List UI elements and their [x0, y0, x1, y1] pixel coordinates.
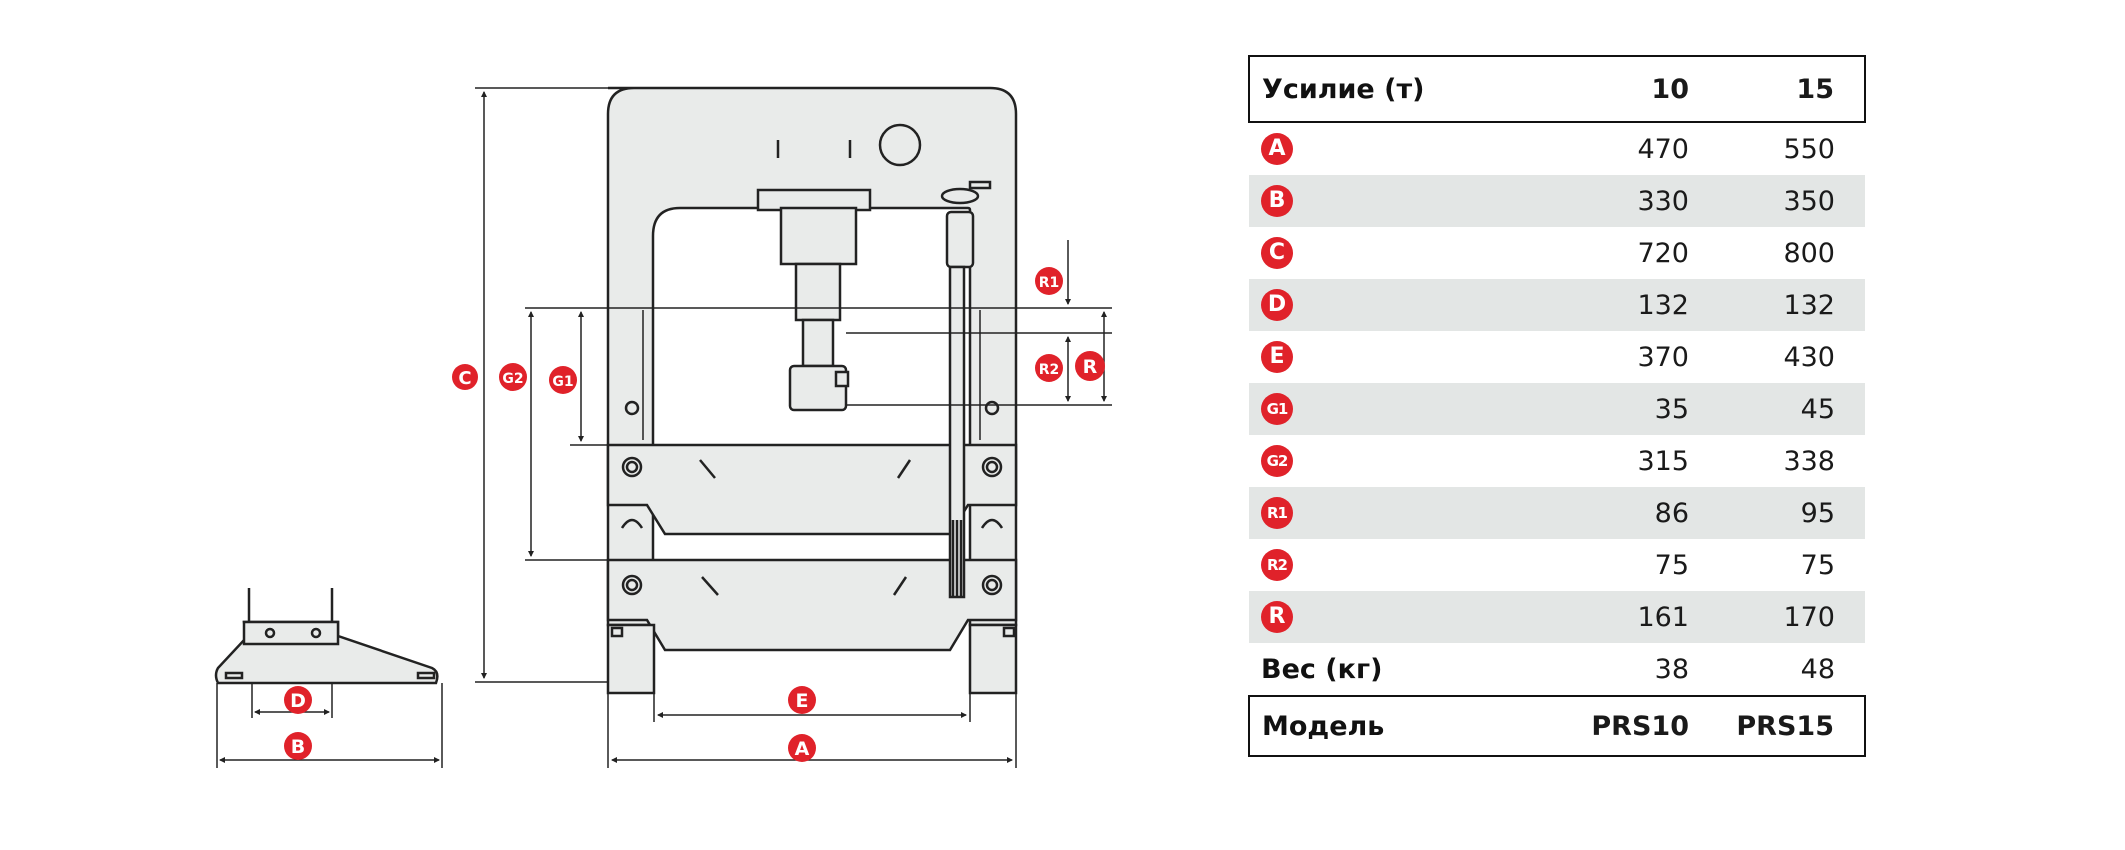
- row-value-10: 315: [1637, 445, 1689, 477]
- row-badge: R1: [1261, 497, 1293, 529]
- row-value-15: 45: [1689, 383, 1865, 435]
- badge-b-label: B: [291, 736, 305, 758]
- model-value-10: PRS10: [1519, 695, 1689, 757]
- row-badge: G2: [1261, 445, 1293, 477]
- row-badge: A: [1261, 133, 1293, 165]
- badge-r2-label: R2: [1039, 362, 1060, 378]
- header-col2: 15: [1689, 55, 1866, 123]
- badge-r-label: R: [1083, 356, 1098, 378]
- row-value-15: 75: [1800, 549, 1835, 581]
- weight-row: Вес (кг) 38 48: [1249, 643, 1865, 696]
- row-badge: R2: [1261, 549, 1293, 581]
- row-value-10: 470: [1637, 133, 1689, 165]
- model-row: Модель PRS10 PRS15: [1248, 695, 1866, 757]
- row-badge: C: [1261, 237, 1293, 269]
- badge-r1: R1: [1035, 267, 1063, 295]
- row-value-10: 720: [1637, 237, 1689, 269]
- table-row: E 370 430: [1249, 331, 1865, 383]
- weight-value-15: 48: [1800, 653, 1835, 685]
- table-row: R2 75 75: [1249, 539, 1865, 591]
- badge-r1-label: R1: [1039, 275, 1060, 291]
- row-value-10: 132: [1519, 279, 1689, 331]
- frame-dims: [475, 87, 1112, 768]
- row-value-10: 161: [1519, 591, 1689, 643]
- badge-a: A: [788, 734, 816, 762]
- row-badge: R: [1261, 601, 1293, 633]
- row-value-10: 370: [1637, 341, 1689, 373]
- press-dimension-drawing: C G2 G1 R1 R2 R E A D B: [214, 86, 1112, 768]
- weight-label: Вес (кг): [1261, 653, 1383, 685]
- row-value-10: 330: [1519, 175, 1689, 227]
- table-row: R1 86 95: [1249, 487, 1865, 539]
- model-label: Модель: [1248, 695, 1519, 757]
- badge-c-label: C: [458, 368, 471, 389]
- badge-g1: G1: [549, 366, 577, 394]
- press-frame: [606, 86, 1018, 695]
- row-badge: E: [1261, 341, 1293, 373]
- badge-a-label: A: [795, 738, 810, 760]
- row-value-10: 35: [1519, 383, 1689, 435]
- table-header: Усилие (т) 10 15: [1248, 55, 1866, 123]
- row-value-15: 550: [1783, 133, 1835, 165]
- side-view: [214, 588, 439, 685]
- badge-d: D: [284, 686, 312, 714]
- row-value-15: 350: [1689, 175, 1865, 227]
- row-value-15: 338: [1783, 445, 1835, 477]
- row-value-15: 800: [1783, 237, 1835, 269]
- row-value-15: 170: [1689, 591, 1865, 643]
- table-row: D 132 132: [1249, 279, 1865, 331]
- badge-c: C: [452, 364, 478, 390]
- row-badge: D: [1261, 289, 1293, 321]
- badge-r2: R2: [1035, 354, 1063, 382]
- header-col1: 10: [1519, 55, 1689, 123]
- badge-e-label: E: [796, 690, 809, 712]
- row-badge: G1: [1261, 393, 1293, 425]
- badge-g2-label: G2: [502, 371, 523, 387]
- row-value-15: 95: [1689, 487, 1865, 539]
- table-row: R 161 170: [1249, 591, 1865, 643]
- row-value-15: 132: [1689, 279, 1865, 331]
- badge-r: R: [1075, 351, 1105, 381]
- model-value-15: PRS15: [1689, 695, 1866, 757]
- badge-g1-label: G1: [552, 374, 573, 390]
- badge-b: B: [284, 732, 312, 760]
- badge-g2: G2: [499, 363, 527, 391]
- row-value-10: 75: [1654, 549, 1689, 581]
- table-row: B 330 350: [1249, 175, 1865, 227]
- row-value-15: 430: [1783, 341, 1835, 373]
- table-row: C 720 800: [1249, 227, 1865, 279]
- badge-d-label: D: [290, 690, 306, 712]
- table-row: G1 35 45: [1249, 383, 1865, 435]
- header-label: Усилие (т): [1248, 55, 1519, 123]
- spec-table: Усилие (т) 10 15 A 470 550 B 330 350 C 7…: [1248, 55, 1866, 757]
- row-value-10: 86: [1519, 487, 1689, 539]
- row-badge: B: [1261, 185, 1293, 217]
- table-row: G2 315 338: [1249, 435, 1865, 487]
- weight-value-10: 38: [1654, 653, 1689, 685]
- table-row: A 470 550: [1249, 122, 1865, 175]
- side-dims: [216, 683, 443, 768]
- badge-e: E: [788, 686, 816, 714]
